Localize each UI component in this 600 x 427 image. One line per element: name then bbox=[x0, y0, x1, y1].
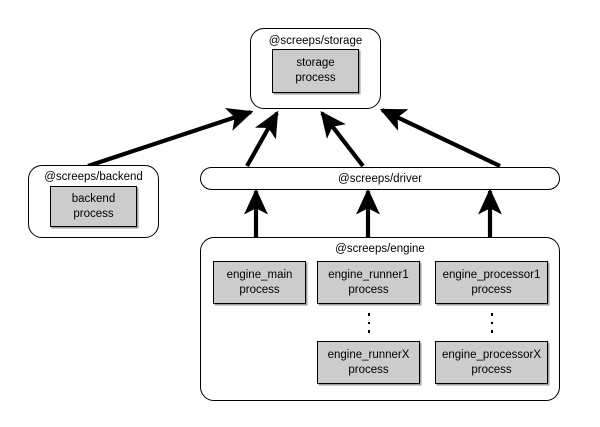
storage-process-box[interactable]: storage process bbox=[272, 49, 359, 93]
engine-processor1-process-line2: process bbox=[471, 283, 512, 296]
engine-runnerx-process-box[interactable]: engine_runnerX process bbox=[317, 341, 420, 384]
runner-ellipsis-icon bbox=[367, 313, 371, 333]
backend-process-box[interactable]: backend process bbox=[50, 186, 137, 227]
processor-ellipsis-icon bbox=[490, 313, 494, 333]
engine-main-process-line2: process bbox=[239, 283, 280, 296]
engine-processorx-process-line2: process bbox=[471, 363, 512, 376]
edge-backend-to-storage bbox=[87, 108, 254, 168]
engine-main-process-line1: engine_main bbox=[226, 268, 293, 281]
package-driver[interactable]: @screeps/driver bbox=[200, 167, 560, 190]
edge-driver-left-to-storage bbox=[245, 110, 279, 168]
engine-processorx-process-box[interactable]: engine_processorX process bbox=[435, 341, 548, 384]
package-engine-label: @screeps/engine bbox=[335, 243, 425, 255]
backend-process-line1: backend bbox=[71, 192, 116, 205]
engine-runnerx-process-line1: engine_runnerX bbox=[327, 348, 410, 361]
engine-runner1-process-box[interactable]: engine_runner1 process bbox=[317, 261, 420, 304]
package-storage-label: @screeps/storage bbox=[268, 35, 363, 47]
backend-process-line2: process bbox=[73, 207, 114, 220]
engine-runnerx-process-line2: process bbox=[348, 363, 389, 376]
engine-processor1-process-line1: engine_processor1 bbox=[442, 268, 541, 281]
edge-driver-center-to-storage bbox=[320, 111, 365, 168]
engine-processor1-process-box[interactable]: engine_processor1 process bbox=[435, 261, 548, 304]
engine-runner1-process-line1: engine_runner1 bbox=[328, 268, 409, 281]
engine-runner1-process-line2: process bbox=[348, 283, 389, 296]
engine-main-process-box[interactable]: engine_main process bbox=[213, 261, 306, 304]
engine-processorx-process-line1: engine_processorX bbox=[441, 348, 542, 361]
storage-process-line2: process bbox=[295, 72, 336, 84]
package-backend-label: @screeps/backend bbox=[44, 171, 143, 183]
edge-driver-right-to-storage bbox=[379, 108, 501, 168]
package-driver-label: @screeps/driver bbox=[338, 172, 422, 185]
storage-process-line1: storage bbox=[296, 57, 335, 70]
